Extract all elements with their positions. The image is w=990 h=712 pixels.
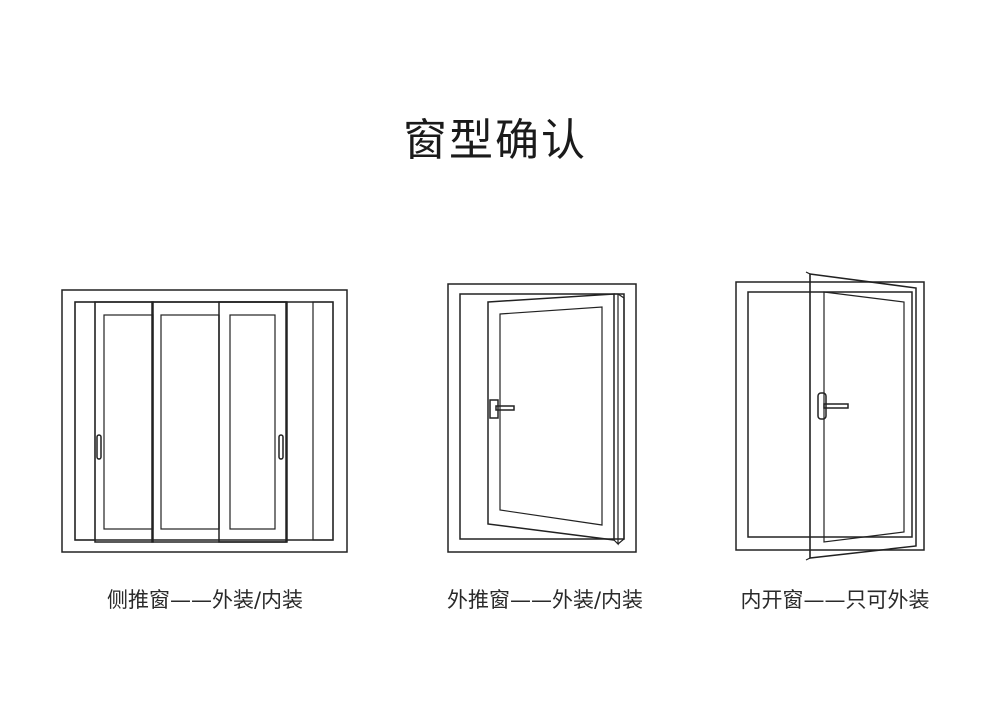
casement-sash [487,293,615,541]
right-handle [278,434,284,460]
outswing-window-diagram [447,283,637,553]
right-sash [218,301,288,543]
right-sash-glass [229,314,276,530]
sliding-window-diagram [61,289,348,553]
outer-frame [447,283,637,553]
left-fixed-panel [74,301,96,541]
handle-lever [495,405,515,411]
middle-sash-glass [160,314,220,530]
left-sash-glass [103,314,154,530]
inner-frame [747,291,913,538]
caption-inswing: 内开窗——只可外装 [740,588,930,612]
caption-sliding: 侧推窗——外装/内装 [106,588,304,612]
inner-frame [459,293,625,540]
casement-glass [823,291,905,543]
right-fixed-panel [312,301,334,541]
outer-frame [61,289,348,553]
outer-frame [735,281,925,551]
inner-frame [74,301,334,541]
caption-outswing: 外推窗——外装/内装 [446,588,644,612]
left-handle [96,434,102,460]
casement-sash [809,273,917,559]
sash-edge-inner [613,293,619,546]
handle-plate [817,392,827,420]
page-title: 窗型确认 [403,115,587,166]
casement-glass [499,306,603,526]
sash-edge [617,293,625,545]
handle-plate [489,399,499,419]
inswing-window-diagram [735,271,925,561]
handle-lever [823,403,849,409]
